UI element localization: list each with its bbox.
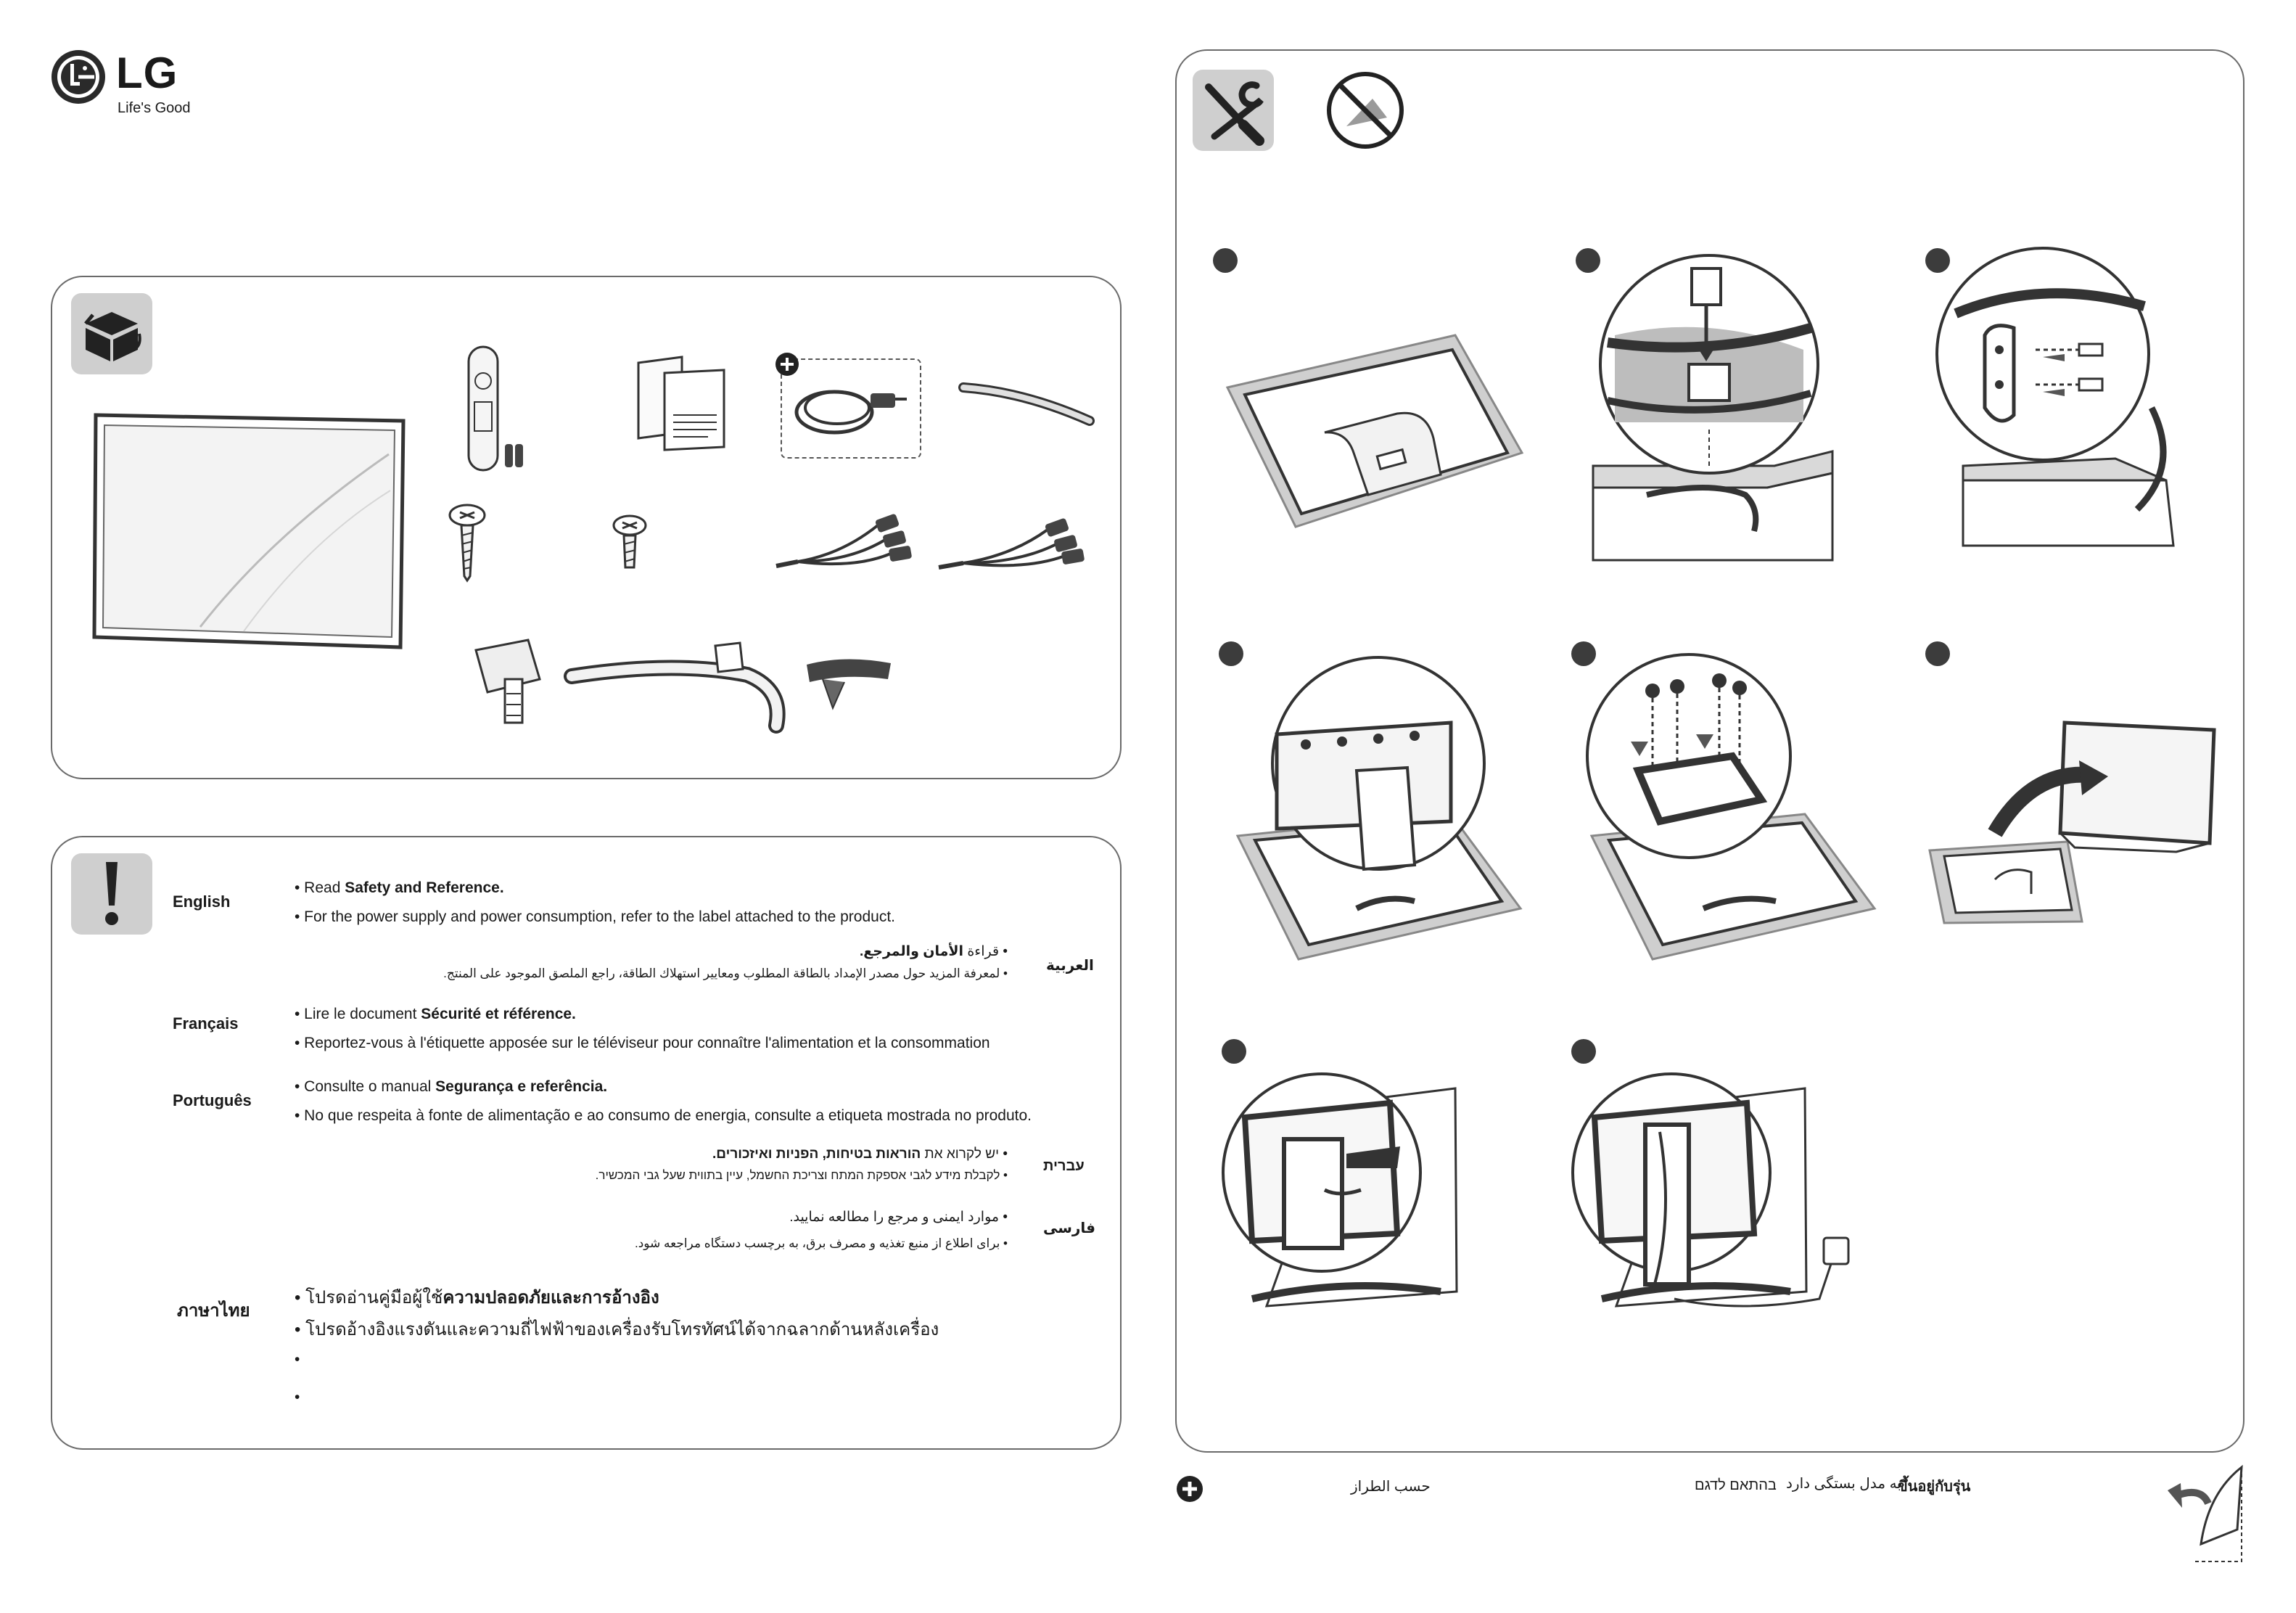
step-3-illustration: [1935, 247, 2175, 547]
step-1-illustration: [1225, 334, 1524, 528]
safety-panel: [51, 836, 1122, 1450]
footer-hebrew: בהתאם לדגם: [1695, 1477, 1777, 1493]
cable-holder-image: [958, 382, 1095, 426]
screw-long-image: [448, 504, 486, 583]
footer-farsi: به مدل بستگی دارد: [1786, 1476, 1901, 1492]
thai-line-3: •: [295, 1351, 300, 1368]
lang-arabic-label: العربية: [1046, 958, 1094, 974]
thai-line-2: • โปรดอ้างอิงแรงดันและความถี่ไฟฟ้าของเคร…: [295, 1320, 939, 1339]
exclamation-icon: [105, 862, 118, 925]
step-8-illustration: [1571, 1072, 1850, 1308]
lang-thai-label: ภาษาไทย: [177, 1301, 250, 1321]
hebrew-line-1: • יש לקרוא את הוראות בטיחות, הפניות ואיז…: [712, 1146, 1008, 1162]
lg-logo: LG Life's Good: [49, 45, 216, 125]
lg-emblem-icon: [52, 50, 105, 104]
stand-base-image: [564, 641, 786, 734]
step-7-illustration: [1222, 1072, 1458, 1308]
step-8-marker: [1571, 1039, 1596, 1064]
step-3-marker: [1925, 248, 1950, 273]
step-7-marker: [1222, 1039, 1246, 1064]
power-cord-frame: [781, 358, 921, 459]
english-line-1: • Read Safety and Reference.: [295, 879, 504, 896]
logo-text: LG: [116, 49, 178, 97]
arabic-line-2: • لمعرفة المزيد حول مصدر الإمداد بالطاقة…: [443, 966, 1008, 980]
tools-icon-tile: [1193, 70, 1274, 151]
farsi-line-1: • موارد ایمنی و مرجع را مطالعه نمایید.: [789, 1210, 1008, 1225]
stand-bracket-image: [474, 639, 541, 724]
tools-icon: [1205, 81, 1264, 146]
lang-french-label: Français: [173, 1014, 239, 1033]
lang-english-label: English: [173, 892, 231, 911]
step-1-marker: [1213, 248, 1238, 273]
english-line-2: • For the power supply and power consump…: [295, 908, 896, 925]
french-line-2: • Reportez-vous à l'étiquette apposée su…: [295, 1035, 990, 1051]
step-6-marker: [1925, 641, 1950, 666]
remote-control-image: [467, 345, 523, 472]
box-icon-tile: [71, 293, 152, 374]
step-4-marker: [1219, 641, 1243, 666]
footer-thai: ขึ้นอยู่กับรุ่น: [1898, 1479, 1971, 1495]
warning-icon-tile: [71, 853, 152, 935]
arabic-line-1: • قراءة الأمان والمرجع.: [860, 944, 1008, 959]
step-5-marker: [1571, 641, 1596, 666]
plus-circle-icon: [1177, 1476, 1203, 1502]
lang-portuguese-label: Português: [173, 1091, 252, 1109]
footer-arabic: حسب الطراز: [1351, 1479, 1431, 1495]
farsi-line-2: • برای اطلاع از منبع تغذیه و مصرف برق، ب…: [634, 1236, 1008, 1250]
manuals-image: [637, 356, 725, 451]
lang-hebrew-label: עברית: [1043, 1158, 1085, 1174]
power-cord-image: [794, 390, 907, 435]
portuguese-line-1: • Consulte o manual Segurança e referênc…: [295, 1078, 608, 1095]
thai-line-1: • โปรดอ่านคู่มือผู้ใช้ความปลอดภัยและการอ…: [295, 1288, 659, 1308]
av-cable-2-image: [938, 518, 1085, 570]
step-2-marker: [1576, 248, 1600, 273]
step-2-illustration: [1592, 254, 1834, 562]
box-icon: [84, 312, 141, 361]
logo-tagline: Life's Good: [118, 100, 191, 116]
tv-front-image: [92, 413, 406, 649]
lang-farsi-label: فارسی: [1043, 1220, 1096, 1236]
page-turn-icon: [2168, 1464, 2243, 1562]
hebrew-line-2: • לקבלת מידע לגבי אספקת המתח וצריכת החשמ…: [595, 1168, 1008, 1182]
no-scratch-icon: [1327, 72, 1404, 149]
step-4-illustration: [1235, 656, 1523, 961]
portuguese-line-2: • No que respeita à fonte de alimentação…: [295, 1107, 1032, 1124]
av-cable-1-image: [775, 514, 912, 568]
step-5-illustration: [1586, 653, 1877, 961]
french-line-1: • Lire le document Sécurité et référence…: [295, 1006, 576, 1022]
cable-cover-image: [807, 659, 891, 710]
optional-plus-icon: [775, 353, 799, 376]
thai-line-4: •: [295, 1389, 300, 1405]
screw-short-image: [612, 514, 647, 569]
step-6-illustration: [1928, 721, 2216, 924]
